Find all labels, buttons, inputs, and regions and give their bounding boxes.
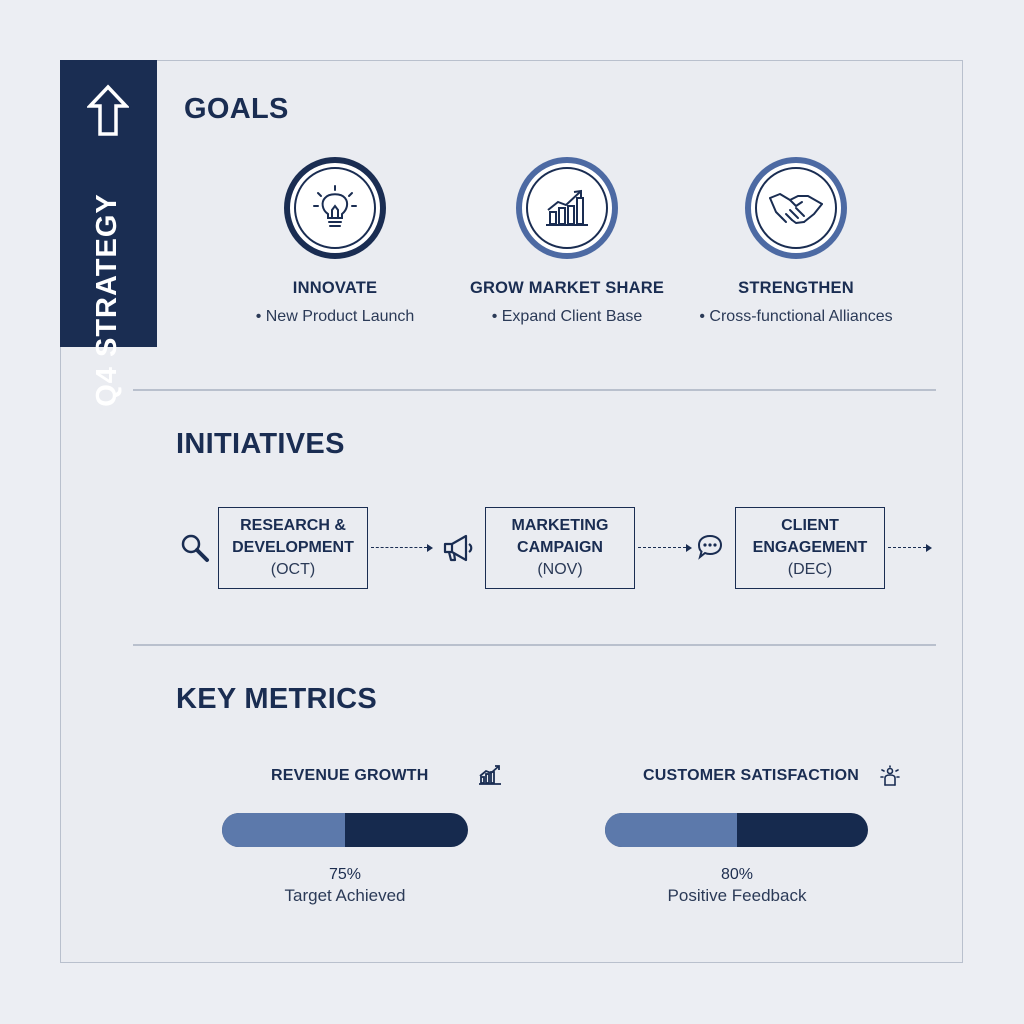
flow-connector xyxy=(371,547,427,548)
progress-fill xyxy=(222,813,345,847)
initiative-title-line: DEVELOPMENT xyxy=(232,539,354,556)
metric-label-customer-satisfaction: CUSTOMER SATISFACTION xyxy=(643,767,860,784)
goal-icon-ring xyxy=(284,157,386,259)
initiative-research-development: RESEARCH & DEVELOPMENT (OCT) xyxy=(218,507,368,589)
flow-connector xyxy=(888,547,926,548)
initiative-title-line: CLIENT xyxy=(781,517,839,534)
initiative-month: (DEC) xyxy=(787,561,833,578)
initiatives-heading: INITIATIVES xyxy=(176,428,345,460)
key-metrics-heading: KEY METRICS xyxy=(176,683,377,715)
flow-arrowhead xyxy=(926,544,932,552)
section-divider xyxy=(133,644,936,646)
goal-innovate: INNOVATE • New Product Launch xyxy=(205,157,465,326)
magnifier-icon xyxy=(181,534,209,562)
goal-icon-ring xyxy=(516,157,618,259)
flow-connector xyxy=(638,547,686,548)
metric-caption: Target Achieved xyxy=(284,886,406,905)
goal-title: GROW MARKET SHARE xyxy=(469,279,665,297)
up-arrow-icon xyxy=(87,84,129,136)
initiative-title-line: CAMPAIGN xyxy=(517,539,603,556)
revenue-growth-progress-bar xyxy=(222,813,468,847)
initiative-marketing-campaign: MARKETING CAMPAIGN (NOV) xyxy=(485,507,635,589)
initiative-title-line: ENGAGEMENT xyxy=(752,539,868,556)
metric-value: 80% xyxy=(720,866,754,883)
strategy-title: Q4 STRATEGY xyxy=(91,193,124,407)
bar-chart-icon xyxy=(479,765,501,785)
lightbulb-icon xyxy=(313,185,357,227)
flow-arrowhead xyxy=(427,544,433,552)
goal-title: INNOVATE xyxy=(292,279,378,297)
initiative-title-line: RESEARCH & xyxy=(240,517,346,534)
initiative-month: (OCT) xyxy=(270,561,316,578)
initiative-client-engagement: CLIENT ENGAGEMENT (DEC) xyxy=(735,507,885,589)
goal-title: STRENGTHEN xyxy=(738,279,854,297)
metric-value: 75% xyxy=(328,866,362,883)
progress-fill xyxy=(605,813,737,847)
growth-chart-icon xyxy=(546,189,588,226)
goal-subtitle: • Cross-functional Alliances xyxy=(699,308,893,325)
initiative-title-line: MARKETING xyxy=(511,517,609,534)
handshake-icon xyxy=(769,193,823,224)
initiative-month: (NOV) xyxy=(537,561,583,578)
goals-heading: GOALS xyxy=(184,93,289,125)
section-divider xyxy=(133,389,936,391)
flow-arrowhead xyxy=(686,544,692,552)
goal-subtitle: • New Product Launch xyxy=(255,308,415,325)
metric-label-revenue-growth: REVENUE GROWTH xyxy=(271,767,429,784)
goal-icon-ring xyxy=(745,157,847,259)
person-feedback-icon xyxy=(880,765,900,786)
megaphone-icon xyxy=(443,534,473,562)
goal-subtitle: • Expand Client Base xyxy=(491,308,643,325)
metric-caption: Positive Feedback xyxy=(667,886,807,905)
customer-satisfaction-progress-bar xyxy=(605,813,868,847)
chat-bubble-icon xyxy=(697,534,723,560)
side-banner: Q4 STRATEGY xyxy=(60,60,157,407)
goal-grow-market-share: GROW MARKET SHARE • Expand Client Base xyxy=(437,157,697,326)
goal-strengthen: STRENGTHEN • Cross-functional Alliances xyxy=(666,157,926,326)
